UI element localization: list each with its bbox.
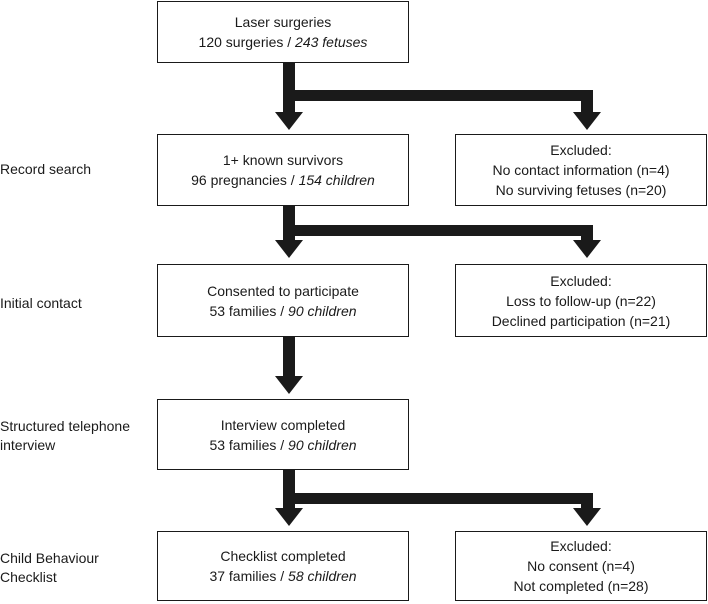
- box-excluded-checklist: Excluded: No consent (n=4) Not completed…: [455, 531, 707, 601]
- excluded-reason: No consent (n=4): [527, 558, 635, 574]
- box-known-survivors: 1+ known survivors 96 pregnancies / 154 …: [157, 134, 409, 206]
- excluded-reason: No surviving fetuses (n=20): [495, 182, 667, 198]
- stage-label-line: interview: [0, 437, 56, 453]
- stage-label-child-behaviour-checklist: Child Behaviour Checklist: [0, 549, 99, 587]
- box-title: Laser surgeries: [234, 14, 332, 30]
- excluded-title: Excluded:: [550, 142, 612, 158]
- box-title: 1+ known survivors: [222, 152, 344, 168]
- box-counts: 53 families / 90 children: [209, 301, 356, 321]
- stage-label-text: Initial contact: [0, 295, 82, 311]
- box-count-italic: 58 children: [288, 568, 357, 584]
- arrow-branch: [283, 90, 593, 101]
- box-counts: 37 families / 58 children: [209, 566, 356, 586]
- stage-label-text: Record search: [0, 161, 92, 177]
- box-checklist-completed: Checklist completed 37 families / 58 chi…: [157, 531, 409, 601]
- box-interview-completed: Interview completed 53 families / 90 chi…: [157, 399, 409, 470]
- excluded-title: Excluded:: [550, 272, 612, 289]
- box-counts: 53 families / 90 children: [209, 435, 356, 455]
- box-title: Consented to participate: [207, 282, 359, 299]
- arrow-head: [573, 240, 601, 258]
- excluded-title: Excluded:: [550, 538, 612, 554]
- stage-label-initial-contact: Initial contact: [0, 294, 82, 313]
- stage-label-line: Structured telephone: [0, 418, 130, 434]
- excluded-reason: No contact information (n=4): [492, 162, 670, 178]
- box-count-italic: 243 fetuses: [295, 34, 368, 50]
- box-laser-surgeries: Laser surgeries 120 surgeries / 243 fetu…: [157, 1, 409, 63]
- box-count: 37 families: [209, 568, 277, 584]
- box-separator: /: [276, 302, 289, 319]
- box-counts: 96 pregnancies / 154 children: [191, 170, 375, 190]
- arrow-shaft: [581, 90, 593, 113]
- arrow-branch: [283, 225, 593, 236]
- box-consented: Consented to participate 53 families / 9…: [157, 264, 409, 337]
- arrow-head: [573, 112, 601, 130]
- arrow-shaft: [581, 225, 593, 241]
- box-counts: 120 surgeries / 243 fetuses: [199, 32, 368, 52]
- excluded-reason: Loss to follow-up (n=22): [506, 292, 656, 309]
- box-count-italic: 90 children: [288, 436, 357, 453]
- stage-label-telephone-interview: Structured telephone interview: [0, 417, 130, 455]
- box-title: Interview completed: [220, 416, 346, 433]
- box-separator: /: [276, 568, 289, 584]
- box-count-italic: 90 children: [288, 302, 357, 319]
- box-separator: /: [286, 172, 299, 188]
- arrow-shaft: [283, 63, 295, 113]
- arrow-head: [275, 240, 303, 258]
- stage-label-record-search: Record search: [0, 160, 91, 179]
- arrow-shaft: [283, 337, 295, 377]
- box-separator: /: [276, 436, 289, 453]
- box-count: 96 pregnancies: [191, 172, 287, 188]
- box-title: Checklist completed: [220, 548, 346, 564]
- box-separator: /: [283, 34, 296, 50]
- stage-label-line: Child Behaviour: [0, 550, 99, 566]
- arrow-head: [275, 376, 303, 394]
- arrow-shaft: [581, 493, 593, 509]
- arrow-branch: [283, 493, 593, 504]
- excluded-reason: Not completed (n=28): [513, 578, 649, 594]
- arrow-head: [275, 508, 303, 526]
- box-excluded-record-search: Excluded: No contact information (n=4) N…: [455, 134, 707, 206]
- excluded-reason: Declined participation (n=21): [491, 312, 671, 329]
- box-count-italic: 154 children: [298, 172, 375, 188]
- stage-label-line: Checklist: [0, 569, 57, 585]
- arrow-head: [275, 112, 303, 130]
- box-count: 53 families: [209, 436, 277, 453]
- box-count: 120 surgeries: [198, 34, 284, 50]
- arrow-head: [573, 508, 601, 526]
- box-excluded-initial-contact: Excluded: Loss to follow-up (n=22) Decli…: [455, 264, 707, 337]
- box-count: 53 families: [209, 302, 277, 319]
